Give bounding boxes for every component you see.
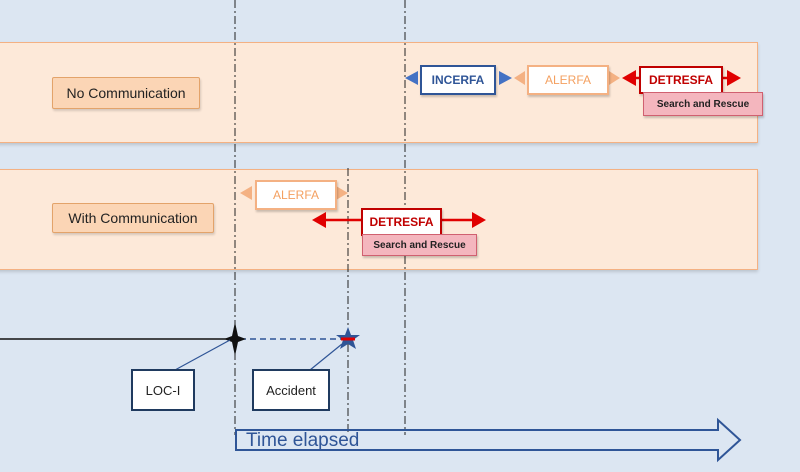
phase-alerfa-no-comm: ALERFA — [527, 65, 609, 95]
phase-detresfa-no-comm: DETRESFA — [639, 66, 723, 94]
detresfa-wc-arrow-left — [312, 212, 326, 228]
search-rescue-with-comm: Search and Rescue — [362, 234, 477, 256]
incerfa-arrow-left — [405, 71, 418, 85]
detresfa-arrow-right — [727, 70, 741, 86]
lane-label-no-communication: No Communication — [52, 77, 200, 109]
search-rescue-no-comm: Search and Rescue — [643, 92, 763, 116]
detresfa-wc-arrow-right — [472, 212, 486, 228]
alerfa-arrow-left — [514, 71, 525, 85]
time-elapsed-label: Time elapsed — [246, 430, 360, 451]
lane-label-with-communication: With Communication — [52, 203, 214, 233]
alerfa-arrow-right — [609, 71, 620, 85]
alerfa-wc-arrow-right — [336, 186, 348, 200]
event-accident: Accident — [252, 369, 330, 411]
detresfa-arrow-left — [622, 70, 636, 86]
loc-i-star — [224, 322, 246, 356]
incerfa-arrow-right — [499, 71, 512, 85]
loc-i-callout — [174, 339, 231, 371]
alerfa-wc-arrow-left — [240, 186, 252, 200]
phase-incerfa: INCERFA — [420, 65, 496, 95]
phase-detresfa-with-comm: DETRESFA — [361, 208, 442, 236]
event-loc-i: LOC-I — [131, 369, 195, 411]
time-elapsed-arrow — [235, 417, 742, 463]
phase-alerfa-with-comm: ALERFA — [255, 180, 337, 210]
accident-callout — [309, 343, 343, 371]
